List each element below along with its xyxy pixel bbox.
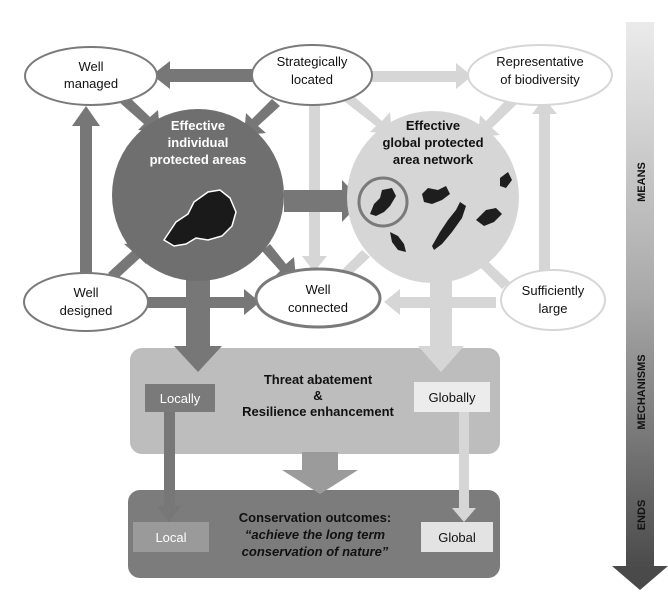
light-connectors xyxy=(302,63,557,522)
node-well-managed xyxy=(24,46,158,106)
mechanisms-panel xyxy=(130,348,500,454)
sufficiently-large-label-2: large xyxy=(539,301,568,316)
network-area xyxy=(476,208,502,226)
mechanisms-label: MECHANISMS xyxy=(636,354,648,429)
node-well-designed xyxy=(23,272,149,332)
globally-label: Globally xyxy=(429,390,476,405)
well-managed-label-1: Well xyxy=(78,59,103,74)
mechanism-text-3: Resilience enhancement xyxy=(242,404,394,419)
local-label: Local xyxy=(155,530,186,545)
network-area xyxy=(422,186,450,204)
effective-global-label-1: Effective xyxy=(406,118,460,133)
effective-individual-label-3: protected areas xyxy=(150,152,247,167)
network-area xyxy=(390,232,406,252)
node-strategically-located xyxy=(251,44,373,106)
strategically-label-2: located xyxy=(291,72,333,87)
well-designed-label-2: designed xyxy=(60,303,113,318)
effective-individual-label-1: Effective xyxy=(171,118,225,133)
locally-box xyxy=(145,384,215,412)
global-box xyxy=(421,522,493,552)
individual-area-shape xyxy=(162,189,237,247)
outcomes-panel xyxy=(128,490,500,578)
outcomes-quote-2: conservation of nature” xyxy=(242,544,389,559)
well-managed-label-2: managed xyxy=(64,76,118,91)
well-connected-label-1: Well xyxy=(305,282,330,297)
outcomes-quote-1: “achieve the long term xyxy=(245,527,386,542)
network-area xyxy=(432,202,466,250)
well-connected-label-2: connected xyxy=(288,300,348,315)
node-representative xyxy=(467,44,613,106)
sufficiently-large-label-1: Sufficiently xyxy=(522,283,585,298)
representative-label-1: Representative xyxy=(496,54,583,69)
means-label: MEANS xyxy=(636,162,648,202)
network-area-shapes xyxy=(357,172,512,252)
well-designed-label-1: Well xyxy=(73,285,98,300)
locally-label: Locally xyxy=(160,391,201,406)
global-label: Global xyxy=(438,530,476,545)
node-sufficiently-large xyxy=(500,269,606,331)
network-area xyxy=(500,172,512,188)
effective-individual-circle xyxy=(112,109,284,281)
local-box xyxy=(133,522,209,552)
globally-box xyxy=(414,382,490,412)
means-ends-scale-arrow xyxy=(612,22,668,590)
mechanism-text-1: Threat abatement xyxy=(264,372,373,387)
mechanism-to-outcome-arrow xyxy=(282,452,358,494)
network-area-highlighted xyxy=(370,188,396,216)
outcomes-title: Conservation outcomes: xyxy=(239,510,391,525)
strategically-label-1: Strategically xyxy=(277,54,348,69)
effective-global-label-3: area network xyxy=(393,152,474,167)
ends-label: ENDS xyxy=(636,500,648,531)
representative-label-2: of biodiversity xyxy=(500,72,580,87)
effective-individual-label-2: individual xyxy=(168,135,229,150)
effective-global-label-2: global protected xyxy=(382,135,483,150)
mechanism-text-2: & xyxy=(313,388,322,403)
node-well-connected xyxy=(254,267,382,329)
